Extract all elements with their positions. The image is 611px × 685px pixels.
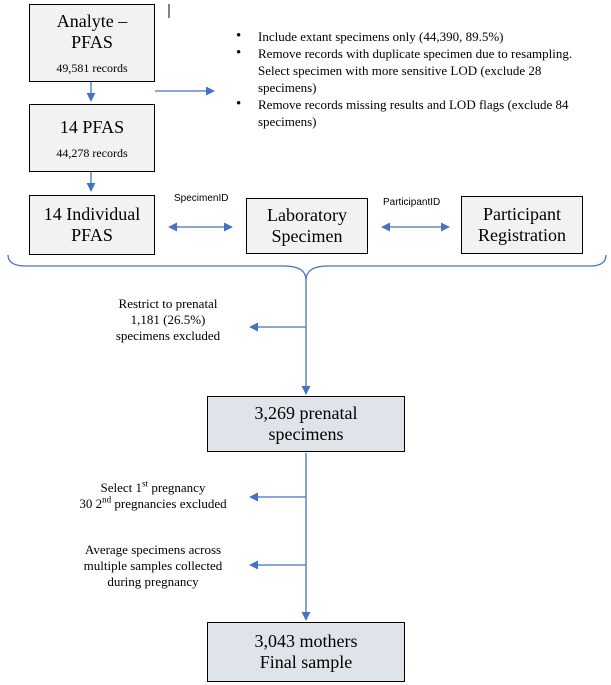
individual-pfas-box: 14 Individual PFAS	[29, 195, 155, 255]
analyte-title-line2: PFAS	[71, 32, 113, 52]
analyte-pfas-box: Analyte – PFAS 49,581 records	[29, 4, 155, 82]
analyte-title-line1: Analyte –	[56, 11, 128, 31]
select-line1: Select 1st pregnancy	[58, 478, 248, 496]
select-line1-sup: st	[142, 478, 149, 489]
lab-line2: Specimen	[271, 226, 343, 246]
prenatal-line2: specimens	[268, 424, 344, 444]
restrict-line1: Restrict to prenatal	[118, 296, 218, 311]
final-line1: 3,043 mothers	[254, 631, 358, 651]
brace	[7, 254, 607, 281]
prenatal-line1: 3,269 prenatal	[254, 403, 358, 423]
final-sample-box: 3,043 mothers Final sample	[207, 622, 405, 682]
pfas14-records: 44,278 records	[56, 145, 128, 160]
laboratory-specimen-box: Laboratory Specimen	[246, 198, 368, 254]
participant-id-label: ParticipantID	[383, 197, 441, 208]
exclusion-item: Remove records missing results and LOD f…	[236, 96, 586, 130]
average-specimens-note: Average specimens across multiple sample…	[58, 542, 248, 590]
select-line2-sup: nd	[102, 494, 112, 505]
average-line3: during pregnancy	[107, 574, 199, 589]
restrict-note: Restrict to prenatal 1,181 (26.5%) speci…	[88, 296, 248, 344]
restrict-line2: 1,181 (26.5%)	[130, 312, 206, 327]
average-line2: multiple samples collected	[83, 558, 223, 573]
participant-line1: Participant	[483, 204, 561, 224]
select-line2-text: 30 2	[79, 496, 103, 511]
pfas14-title: 14 PFAS	[59, 116, 125, 137]
pfas14-box: 14 PFAS 44,278 records	[29, 104, 155, 172]
select-line1-text: Select 1	[100, 480, 143, 495]
specimen-id-label: SpecimenID	[174, 193, 229, 204]
exclusion-item: Include extant specimens only (44,390, 8…	[236, 28, 586, 45]
participant-line2: Registration	[478, 225, 566, 245]
select-line2: 30 2nd pregnancies excluded	[58, 494, 248, 512]
final-line2: Final sample	[259, 652, 353, 672]
select-pregnancy-note: Select 1st pregnancy 30 2nd pregnancies …	[58, 478, 248, 512]
individual-line2: PFAS	[71, 225, 113, 245]
exclusion-list: Include extant specimens only (44,390, 8…	[236, 28, 586, 130]
analyte-records: 49,581 records	[56, 61, 128, 75]
individual-line1: 14 Individual	[43, 204, 141, 224]
exclusion-item: Remove records with duplicate specimen d…	[236, 45, 586, 96]
select-line1-tail: pregnancy	[148, 480, 206, 495]
participant-registration-box: Participant Registration	[461, 196, 583, 254]
prenatal-specimens-box: 3,269 prenatal specimens	[207, 396, 405, 452]
average-line1: Average specimens across	[84, 542, 222, 557]
lab-line1: Laboratory	[267, 205, 347, 225]
restrict-line3: specimens excluded	[115, 328, 221, 343]
select-line2-tail: pregnancies excluded	[111, 496, 227, 511]
